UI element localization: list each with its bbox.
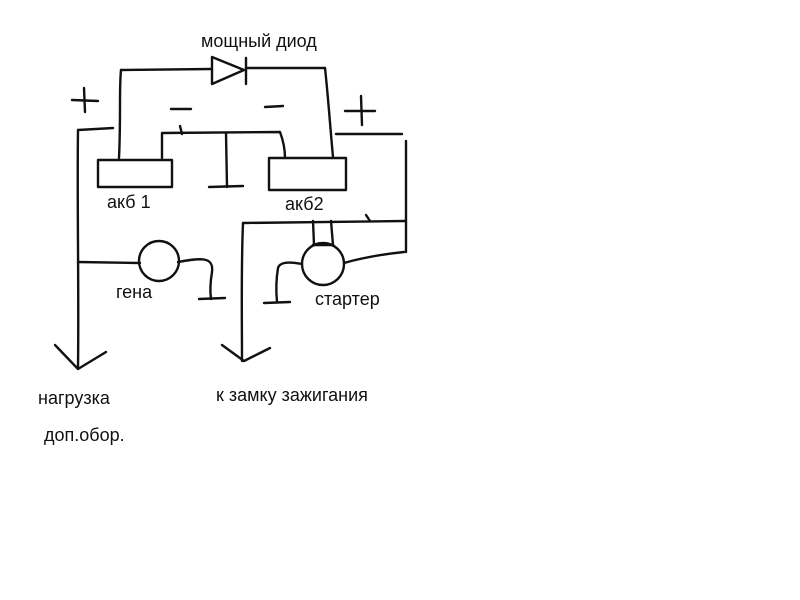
generator-symbol	[137, 239, 181, 283]
starter-label: стартер	[315, 289, 380, 309]
starter-symbol	[300, 241, 346, 287]
ignition-label: к замку зажигания	[216, 385, 368, 405]
battery-1-label: акб 1	[107, 192, 151, 212]
plus-sign-left	[70, 86, 100, 114]
top-wire	[117, 66, 335, 160]
generator-label: гена	[116, 282, 153, 302]
plus-sign-right	[343, 94, 377, 127]
extra-equipment-label: доп.обор.	[44, 425, 125, 445]
right-feed-wire	[220, 132, 408, 363]
load-feed-wire	[53, 126, 115, 371]
negative-bus	[160, 124, 287, 189]
load-label: нагрузка	[38, 388, 110, 408]
minus-sign-right	[263, 104, 285, 109]
diode-label: мощный диод	[201, 31, 317, 51]
generator-wire	[76, 257, 227, 301]
battery-2	[267, 156, 348, 192]
battery-2-label: акб2	[285, 194, 324, 214]
battery-1	[96, 158, 174, 189]
diode-symbol	[210, 55, 248, 86]
